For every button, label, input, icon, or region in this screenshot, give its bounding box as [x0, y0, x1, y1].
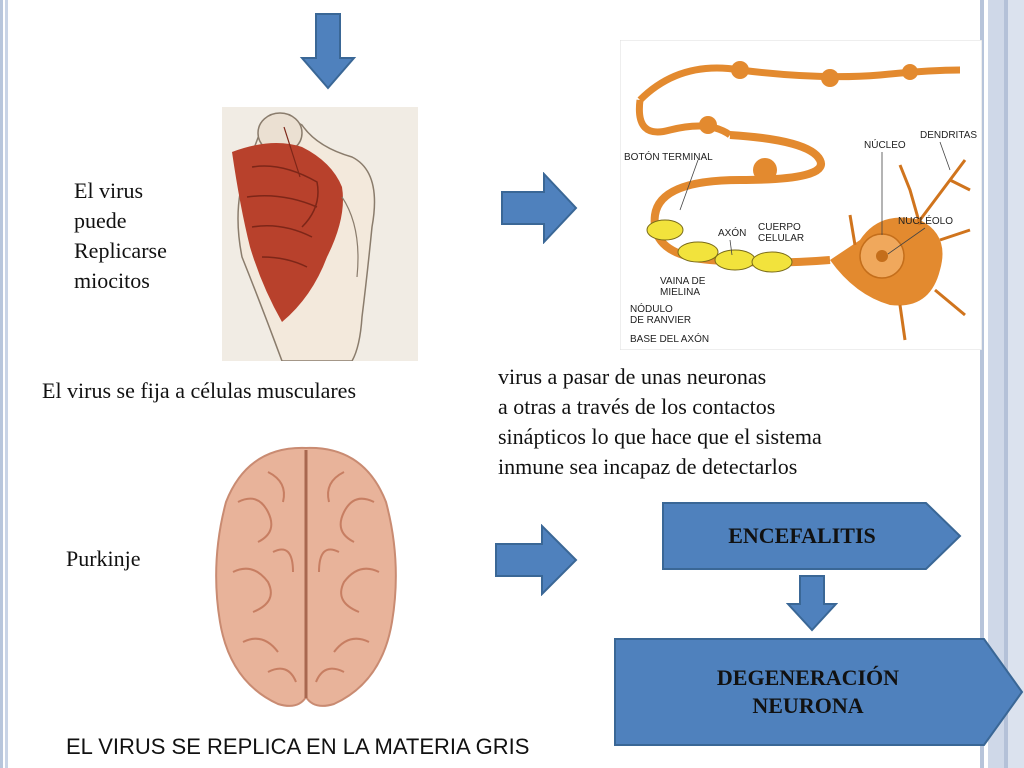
- degeneracion-box-shape: [614, 638, 1024, 746]
- right-arrow-1: [501, 172, 578, 244]
- neuron-label-nucleolo: NUCLÉOLO: [898, 214, 953, 227]
- right-arrow-2: [495, 524, 578, 596]
- neuron-label-dendritas: DENDRITAS: [920, 130, 977, 141]
- neuron-description: virus a pasar de unas neuronas a otras a…: [498, 364, 822, 479]
- neuron-label-base: BASE DEL AXÓN: [630, 332, 709, 345]
- neuron-label-nucleo: NÚCLEO: [864, 138, 906, 151]
- neuron-label-axon: AXÓN: [718, 226, 746, 239]
- muscle-anatomy-image: [222, 107, 418, 361]
- neuron-label-boton: BOTÓN TERMINAL: [624, 150, 713, 163]
- muscle-caption: El virus puede Replicarse miocitos: [74, 178, 167, 293]
- down-arrow-flow: [786, 575, 838, 632]
- footer-text: EL VIRUS SE REPLICA EN LA MATERIA GRIS: [66, 734, 530, 759]
- slide-frame-left: [0, 0, 12, 768]
- neuron-diagram: BOTÓN TERMINAL NÚCLEO DENDRITAS AXÓN CUE…: [620, 40, 982, 350]
- brain-image: [215, 446, 397, 707]
- encefalitis-box-shape: [662, 502, 962, 570]
- encefalitis-label: ENCEFALITIS: [728, 523, 876, 548]
- down-arrow-top: [299, 13, 357, 90]
- muscle-label: El virus se fija a células musculares: [42, 378, 357, 403]
- brain-label: Purkinje: [66, 546, 141, 571]
- degeneracion-label: DEGENERACIÓN NEURONA: [716, 665, 900, 718]
